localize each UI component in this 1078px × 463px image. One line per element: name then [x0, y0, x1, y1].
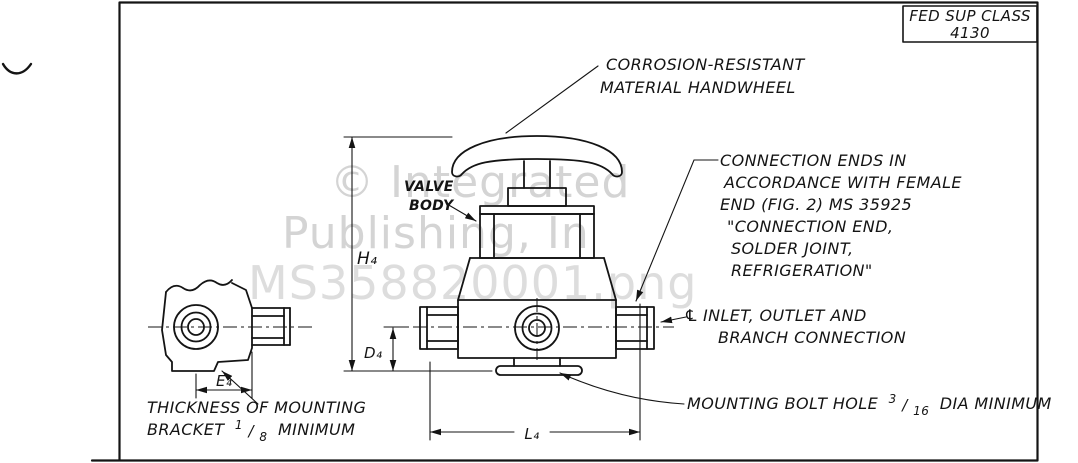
bracket-thickness-frac-slash: /: [246, 422, 255, 440]
side-port-circles: [173, 304, 219, 350]
bracket-thickness-leader: [221, 370, 259, 405]
bolt-hole-leader: [559, 372, 685, 405]
inlet-outlet-note-line-1: INLET, OUTLET AND: [703, 306, 867, 325]
side-body-outline: [161, 282, 253, 372]
valve-front-view: [419, 135, 655, 376]
centerline-symbol: ℄: [684, 306, 699, 325]
connection-ends-note-line-6: REFRIGERATION": [731, 261, 873, 280]
right-connection-stub: [615, 306, 655, 350]
break-line-top: [165, 279, 233, 293]
handwheel: [451, 135, 623, 178]
bracket-thickness-frac-den: 8: [259, 430, 267, 444]
valve-body-label-line-2: BODY: [409, 198, 455, 214]
mounting-bracket-plate: [495, 365, 583, 376]
title-block-number: 4130: [950, 24, 990, 42]
inlet-outlet-leader: [660, 316, 687, 324]
e4-label: E₄: [216, 372, 232, 390]
connection-ends-note-line-2: ACCORDANCE WITH FEMALE: [723, 173, 962, 192]
mounting-bolt-frac-num: 3: [889, 392, 897, 406]
dimension-d4: D₄: [364, 326, 407, 372]
inlet-outlet-note-line-2: BRANCH CONNECTION: [718, 328, 906, 347]
valve-side-view: [161, 279, 291, 372]
watermark-line-3: MS358820001.png: [248, 256, 697, 310]
valve-body-label-line-1: VALVE: [404, 179, 454, 195]
bracket-thickness-after: MINIMUM: [278, 420, 355, 439]
title-block-box: [902, 5, 1038, 43]
leader-lines: [221, 65, 719, 405]
mounting-bolt-frac-den: 16: [913, 404, 929, 418]
border-rect: [118, 1, 1039, 462]
branch-port-circles: [514, 305, 560, 351]
connection-ends-leader: [635, 159, 719, 302]
mounting-bolt-note-after: DIA MINIMUM: [940, 394, 1052, 413]
h4-label: H₄: [357, 249, 377, 269]
dimension-l4: L₄: [429, 303, 641, 443]
mounting-bracket: [495, 357, 583, 376]
watermark-line-2: Publishing, In: [282, 208, 590, 259]
mounting-bolt-note: MOUNTING BOLT HOLE 3 / 16 DIA MINIMUM: [687, 388, 1052, 419]
d4-label: D₄: [364, 344, 382, 362]
side-connection-stub: [251, 307, 291, 346]
scan-mark: [1, 62, 33, 75]
left-connection-stub: [419, 306, 459, 350]
connection-ends-note-line-3: END (FIG. 2) MS 35925: [720, 195, 912, 214]
watermark-line-1: © Integrated: [330, 157, 630, 208]
connection-ends-note-line-4: "CONNECTION END,: [727, 217, 893, 236]
bracket-thickness-before: BRACKET: [147, 420, 225, 439]
watermark: © Integrated Publishing, In MS358820001.…: [248, 157, 697, 310]
valve-stem: [523, 160, 551, 189]
valve-body-upper: [457, 213, 617, 301]
bracket-thickness-note-line-1: THICKNESS OF MOUNTING: [147, 398, 366, 417]
handwheel-leader: [505, 65, 599, 134]
drawing-border: [1, 1, 1039, 462]
dimension-h4: H₄: [343, 136, 493, 372]
connection-ends-note-line-1: CONNECTION ENDS IN: [720, 151, 907, 170]
mounting-bolt-note-before: MOUNTING BOLT HOLE: [687, 394, 879, 413]
valve-body-leader: [446, 203, 477, 222]
bracket-thickness-frac-num: 1: [235, 418, 243, 432]
handwheel-note-line-2: MATERIAL HANDWHEEL: [600, 78, 796, 97]
connection-ends-note-line-5: SOLDER JOINT,: [731, 239, 853, 258]
title-block-class: FED SUP CLASS: [909, 7, 1031, 25]
annotation-text: CORROSION-RESISTANT MATERIAL HANDWHEEL V…: [147, 55, 1052, 445]
title-block: FED SUP CLASS 4130: [909, 7, 1031, 42]
bracket-thickness-note-line-2: BRACKET 1 / 8 MINIMUM: [147, 414, 355, 445]
l4-label: L₄: [524, 425, 539, 443]
mounting-bolt-frac-slash: /: [900, 396, 909, 414]
handwheel-note-line-1: CORROSION-RESISTANT: [606, 55, 805, 74]
